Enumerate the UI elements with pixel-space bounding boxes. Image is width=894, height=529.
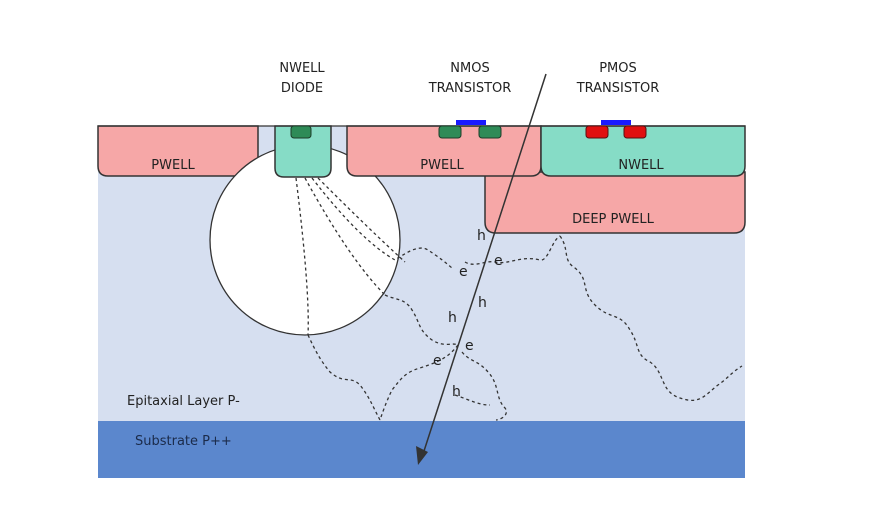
header-nmos-line2: TRANSISTOR xyxy=(428,81,512,96)
pmos-source-contact xyxy=(585,125,609,139)
random-walk-5 xyxy=(379,344,459,421)
header-nwell-diode-line2: DIODE xyxy=(281,81,323,96)
collection-path-2 xyxy=(304,177,386,296)
hole-label-1: h xyxy=(477,228,486,244)
charge-diffusion-paths xyxy=(295,177,743,421)
random-walk-6 xyxy=(461,351,507,421)
hole-label-2: h xyxy=(478,295,487,311)
header-pmos-line2: TRANSISTOR xyxy=(576,81,660,96)
label-pwell-left: PWELL xyxy=(151,158,195,173)
header-nwell-diode-line1: NWELL xyxy=(279,61,325,76)
label-pwell-mid: PWELL xyxy=(420,158,464,173)
particle-track-arrowhead xyxy=(416,446,428,465)
header-nmos-line1: NMOS xyxy=(450,61,489,76)
pmos-drain-contact xyxy=(623,125,647,139)
label-substrate: Substrate P++ xyxy=(135,434,232,449)
electron-label-3: e xyxy=(465,338,474,354)
random-walk-1 xyxy=(307,334,381,421)
random-walk-7 xyxy=(454,394,491,406)
nmos-gate xyxy=(456,120,486,125)
electron-label-1: e xyxy=(459,264,468,280)
nwell-diode-region xyxy=(274,125,332,178)
diode-nplus-contact xyxy=(290,125,312,139)
deep-pwell-region xyxy=(484,171,746,234)
hole-label-4: h xyxy=(452,384,461,400)
hole-label-3: h xyxy=(448,310,457,326)
label-epitaxial: Epitaxial Layer P- xyxy=(127,394,240,409)
particle-track xyxy=(423,73,547,452)
random-walk-3 xyxy=(464,235,561,265)
header-pmos-line1: PMOS xyxy=(599,61,637,76)
pmos-gate xyxy=(601,120,631,125)
label-nwell: NWELL xyxy=(618,158,664,173)
label-deep-pwell: DEEP PWELL xyxy=(572,212,655,227)
nmos-source-contact xyxy=(438,125,462,139)
collection-path-4 xyxy=(317,177,406,263)
collection-path-3 xyxy=(311,177,453,269)
collection-path-1 xyxy=(295,177,309,336)
electron-label-2: e xyxy=(494,253,503,269)
random-walk-2 xyxy=(384,294,459,346)
nmos-drain-contact xyxy=(478,125,502,139)
electron-label-4: e xyxy=(433,353,442,369)
